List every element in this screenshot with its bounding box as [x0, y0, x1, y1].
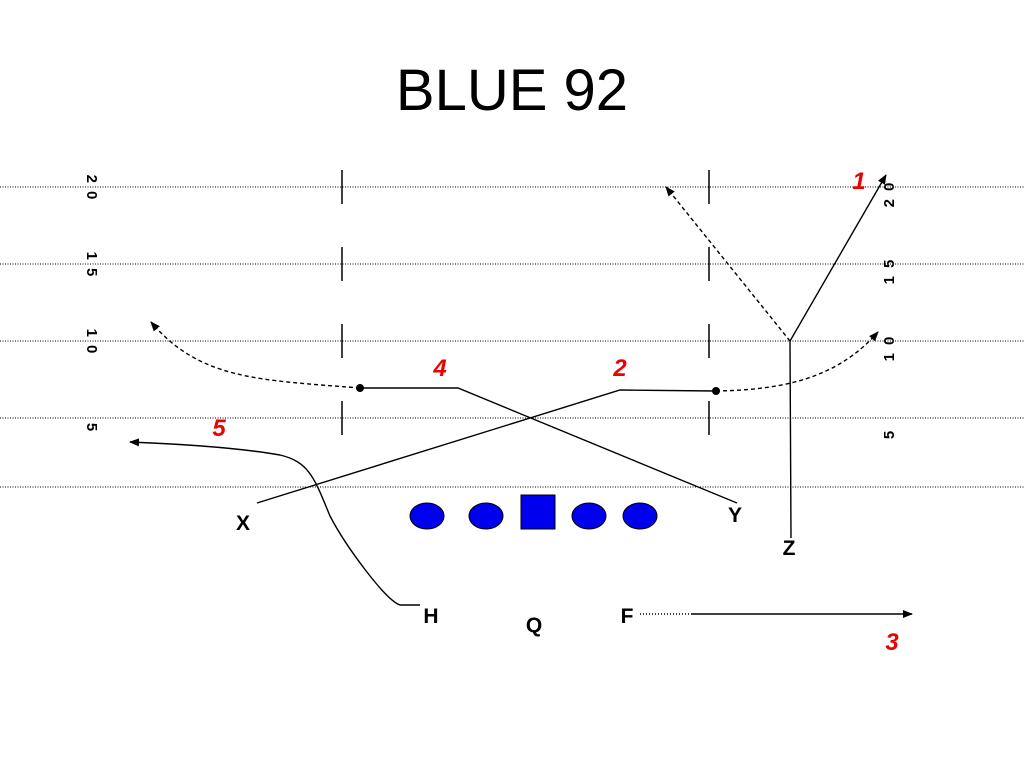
center — [520, 494, 556, 530]
routes — [129, 174, 913, 618]
z-route-alternate — [665, 186, 791, 342]
right-guard — [571, 502, 607, 530]
player-f: F — [621, 605, 634, 628]
right-tackle — [622, 502, 658, 530]
yard-number-right-10: 10 — [881, 329, 898, 362]
read-5: 5 — [212, 415, 226, 442]
player-y: Y — [728, 504, 742, 527]
play-title: BLUE 92 — [395, 58, 629, 123]
read-4: 4 — [432, 355, 446, 382]
x-route — [256, 389, 717, 504]
yard-lines — [0, 186, 1024, 488]
player-q: Q — [526, 614, 542, 637]
x-break-point — [712, 387, 720, 395]
read-3: 3 — [885, 629, 899, 656]
yard-number-left-15: 15 — [83, 252, 100, 285]
left-tackle — [409, 502, 445, 530]
offensive-line — [409, 494, 658, 530]
left-guard — [468, 502, 504, 530]
yard-number-left-10: 10 — [83, 329, 100, 362]
yard-number-right-5: 5 — [881, 423, 898, 439]
z-route — [789, 174, 887, 539]
player-z: Z — [783, 537, 796, 560]
yard-number-left-5: 5 — [83, 423, 100, 439]
read-1: 1 — [852, 168, 865, 195]
player-labels: X Y Z H Q F — [236, 504, 796, 637]
yard-numbers-left: 20 15 10 5 — [83, 175, 100, 440]
y-route — [360, 387, 738, 504]
player-x: X — [236, 512, 250, 535]
read-numbers: 1 2 3 4 5 — [212, 168, 899, 656]
read-2: 2 — [612, 355, 627, 382]
y-break-point — [356, 384, 364, 392]
hash-marks — [341, 170, 710, 436]
player-h: H — [423, 605, 438, 628]
yard-numbers-right: 20 15 10 5 — [881, 175, 898, 440]
yard-number-left-20: 20 — [83, 175, 100, 208]
h-route — [129, 438, 420, 606]
yard-number-right-15: 15 — [881, 252, 898, 285]
y-route-extension — [150, 321, 361, 389]
route-points — [356, 384, 720, 395]
